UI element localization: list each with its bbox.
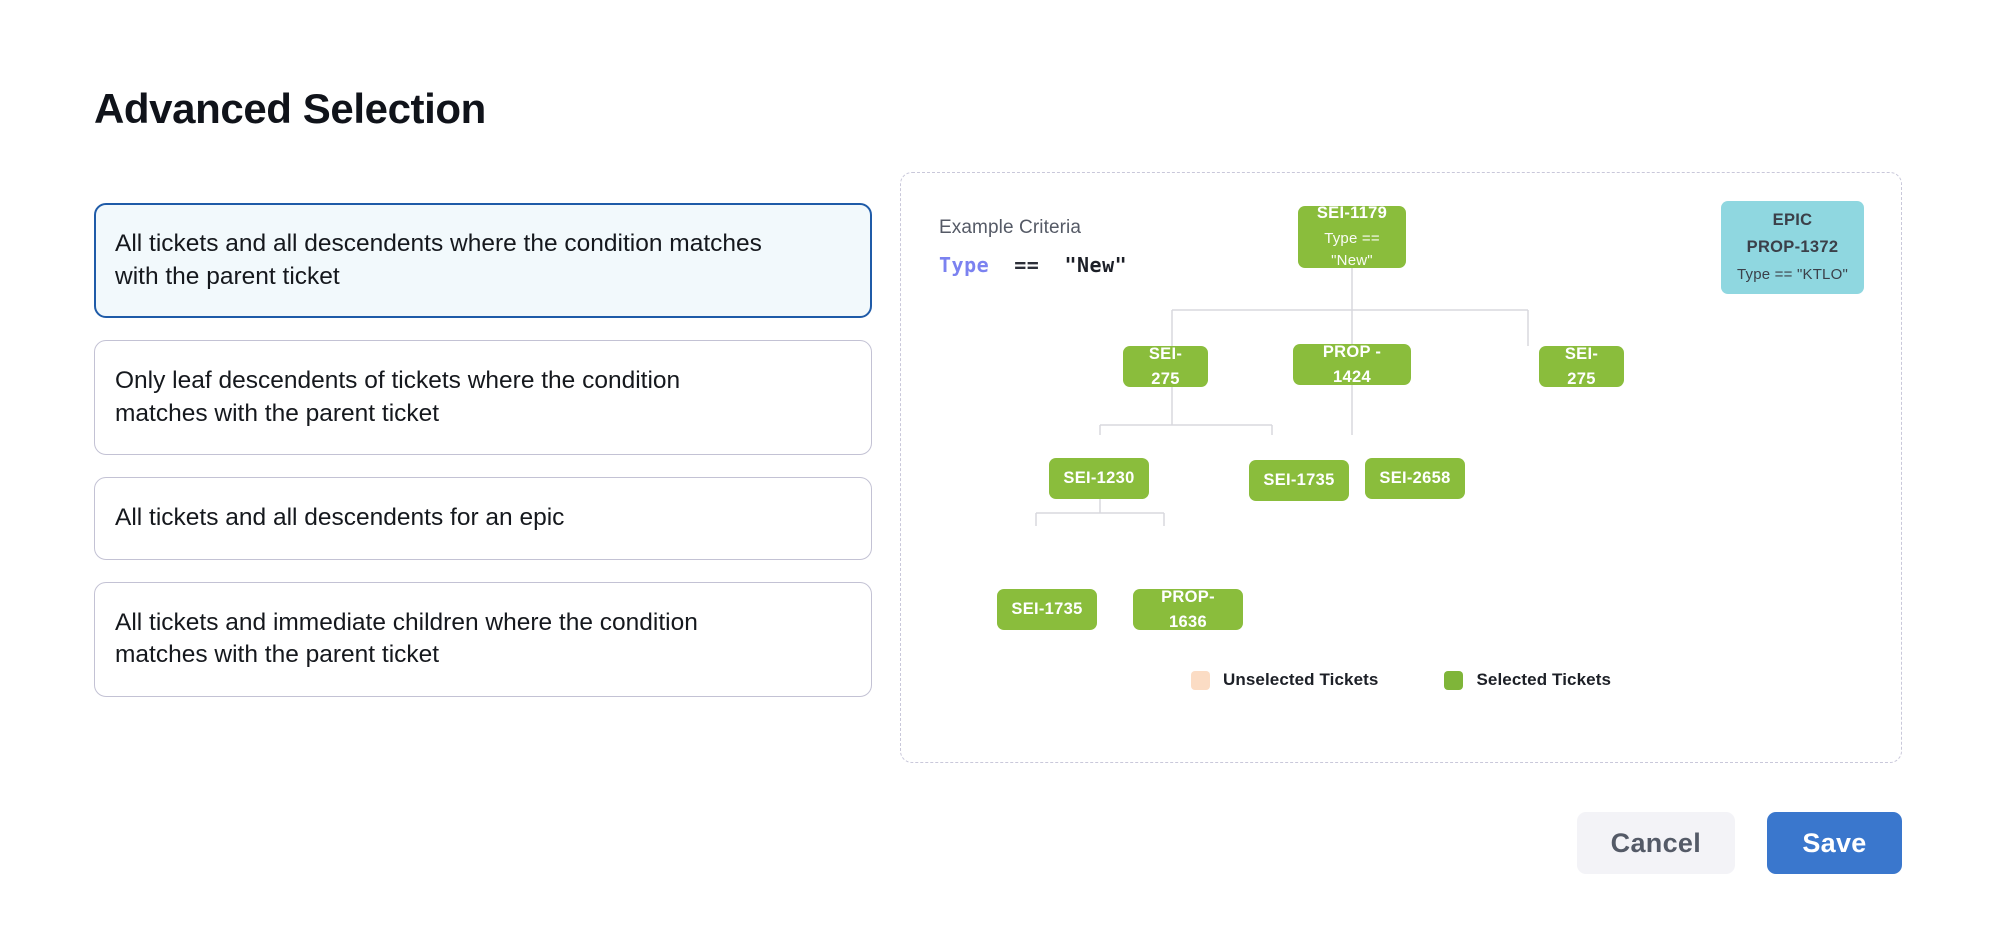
tree-node-id: SEI-1735 [1263,471,1335,490]
criteria-keyword: Type [939,253,990,278]
tree-node-id: SEI-1179 [1316,204,1388,223]
cancel-button[interactable]: Cancel [1576,812,1735,874]
example-criteria: Example Criteria Type == "New" [939,213,1127,277]
tree-legend: Unselected Tickets Selected Tickets [901,670,1901,690]
option-label: All tickets and immediate children where… [115,608,698,669]
tree-node-id: PROP-1636 [1161,587,1215,631]
tree-node-prop-1424[interactable]: PROP - 1424 [1293,343,1411,386]
tree-node-prop-1636[interactable]: PROP-1636 [1133,588,1243,631]
criteria-value: "New" [1064,253,1128,278]
tree-node-id: SEI-1735 [1011,600,1083,619]
example-diagram-panel: Example Criteria Type == "New" [900,172,1902,763]
tree-node-condition: Type == "KTLO" [1736,266,1848,284]
dialog-footer: Cancel Save [1576,812,1902,874]
legend-label: Unselected Tickets [1222,670,1379,689]
tree-node-id: PROP-1372 [1746,238,1839,257]
tree-node-id: SEI-1230 [1063,469,1135,488]
option-list: All tickets and all descendents where th… [94,203,872,698]
option-card-leaf-descendents[interactable]: Only leaf descendents of tickets where t… [94,340,872,456]
legend-label: Selected Tickets [1476,670,1612,689]
criteria-operator: == [1014,253,1040,278]
tree-node-id: SEI-275 [1148,344,1183,388]
tree-node-sei-1735-row3[interactable]: SEI-1735 [1249,460,1349,501]
tree-node-id: SEI-2658 [1379,469,1451,488]
tree-node-sei-1735-row4[interactable]: SEI-1735 [997,589,1097,630]
selected-swatch-icon [1444,670,1464,690]
option-card-all-descendents[interactable]: All tickets and all descendents where th… [94,203,872,319]
save-button[interactable]: Save [1767,812,1902,874]
page-title: Advanced Selection [94,85,486,133]
tree-node-sei-275-left[interactable]: SEI-275 [1123,345,1208,388]
tree-node-sei-275-right[interactable]: SEI-275 [1539,345,1624,388]
example-criteria-label: Example Criteria [939,217,1082,238]
option-card-epic-descendents[interactable]: All tickets and all descendents for an e… [94,477,872,560]
tree-node-id: PROP - 1424 [1322,342,1382,386]
tree-node-condition: Type == "New" [1324,229,1380,270]
option-label: All tickets and all descendents for an e… [115,504,565,532]
option-label: All tickets and all descendents where th… [115,230,762,290]
option-label: Only leaf descendents of tickets where t… [115,367,681,427]
option-card-immediate-children[interactable]: All tickets and immediate children where… [94,581,872,698]
tree-node-sei-1179[interactable]: SEI-1179 Type == "New" [1298,204,1406,269]
tree-node-epic-prop-1372[interactable]: EPIC PROP-1372 Type == "KTLO" [1721,201,1864,294]
example-criteria-expression: Type == "New" [939,253,1127,277]
tree-node-sei-1230[interactable]: SEI-1230 [1049,458,1149,499]
tree-node-sei-2658[interactable]: SEI-2658 [1365,458,1465,499]
unselected-swatch-icon [1190,670,1210,690]
tree-node-id: SEI-275 [1564,344,1599,388]
tree-node-kind: EPIC [1772,210,1813,229]
legend-item-unselected: Unselected Tickets [1190,670,1379,690]
legend-item-selected: Selected Tickets [1444,670,1611,690]
